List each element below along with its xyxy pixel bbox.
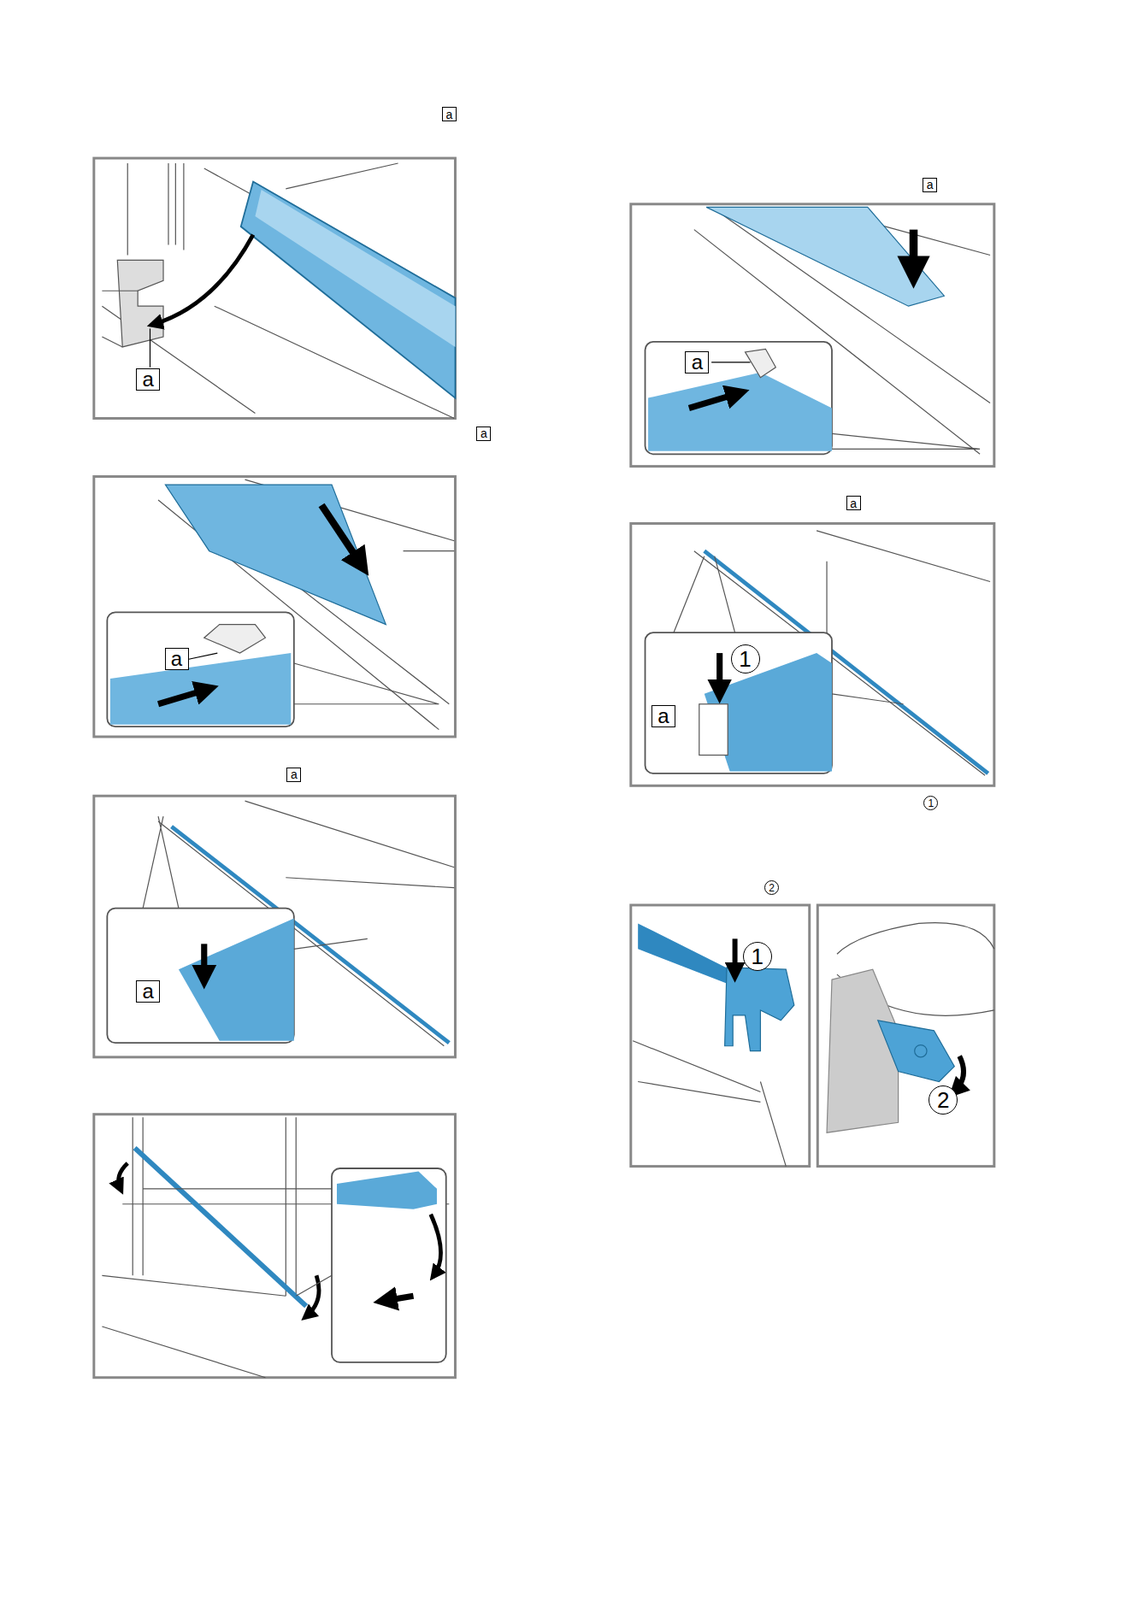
glass-pane (165, 484, 386, 625)
panel-frame (630, 905, 810, 1168)
arrow (200, 943, 207, 980)
panel-7a-art (632, 923, 795, 1167)
callout-number: 2 (928, 1085, 958, 1115)
callout-number: 2 (764, 880, 779, 896)
arrow (321, 505, 363, 567)
callout-letter: a (476, 426, 491, 442)
arrow (153, 235, 254, 325)
leader-line (149, 328, 151, 367)
inset-leader (142, 816, 368, 950)
door-strip (241, 182, 456, 399)
panel-1-art (101, 163, 455, 419)
callout-number: 1 (923, 795, 938, 811)
detail-inset (645, 632, 832, 774)
hinge-cover (826, 969, 899, 1133)
callout-number: 1 (742, 942, 773, 972)
glass-pane (706, 206, 944, 307)
arrow (430, 1214, 442, 1277)
panel-2-art (106, 479, 454, 730)
callout-letter: a (165, 648, 189, 671)
detail-inset (106, 612, 294, 727)
hinge-lines (101, 290, 138, 348)
callout-letter: a (135, 368, 160, 391)
panel-4-art (101, 1117, 449, 1378)
lever (878, 1020, 956, 1083)
holder (699, 704, 728, 756)
arrow (158, 689, 210, 705)
panel-5-art (645, 206, 991, 454)
panel-7b-art (826, 923, 995, 1134)
glass-detail (110, 653, 291, 726)
inset-leader (673, 556, 904, 705)
door-outline (632, 1041, 786, 1168)
arrow (118, 1163, 129, 1190)
clip (725, 967, 795, 1052)
hinge (117, 259, 164, 347)
inset-leader (831, 433, 980, 449)
panel-frame (94, 477, 456, 737)
door-outline (158, 479, 454, 730)
lever-pivot (914, 1045, 927, 1058)
clip-detail (336, 1172, 437, 1210)
arrow (909, 229, 919, 277)
panel-frame (94, 795, 456, 1058)
detail-inset (645, 341, 832, 454)
strip-detail (178, 918, 295, 1041)
panel-frame (817, 905, 995, 1168)
inset-leader (142, 1189, 332, 1297)
leader-line (711, 361, 750, 363)
arrow (383, 1296, 414, 1302)
arrow (306, 1275, 319, 1317)
door-outline (694, 530, 991, 777)
panel-6-art (645, 530, 991, 777)
panel-frame (94, 158, 456, 419)
callout-number: 1 (731, 644, 761, 674)
inset-leader (294, 663, 440, 705)
callout-letter: a (651, 705, 676, 728)
seal-strip (637, 923, 730, 985)
oven-interior-lines (101, 1117, 449, 1378)
panel-frames (94, 158, 995, 1379)
callout-letter: a (442, 106, 457, 122)
seal-strip (704, 551, 989, 774)
clip (745, 348, 777, 378)
rod (135, 1148, 307, 1307)
arrow (954, 1056, 964, 1093)
arrow (689, 393, 741, 409)
clip (204, 624, 266, 654)
panel-frame (630, 204, 995, 467)
callout-letter: a (684, 351, 709, 374)
callout-letter: a (286, 767, 301, 783)
panel-frame (94, 1114, 456, 1379)
callout-letter: a (846, 495, 861, 511)
callout-letter: a (922, 177, 938, 193)
detail-inset (106, 908, 294, 1044)
detail-inset (331, 1168, 447, 1363)
door-strip-highlight (254, 189, 455, 348)
panel-3-art (106, 801, 454, 1047)
arrow (716, 653, 723, 695)
panel-frame (630, 523, 995, 786)
arrow (732, 938, 738, 975)
callout-letter: a (135, 980, 160, 1003)
glass-detail (648, 372, 832, 452)
leader-line (188, 653, 218, 660)
